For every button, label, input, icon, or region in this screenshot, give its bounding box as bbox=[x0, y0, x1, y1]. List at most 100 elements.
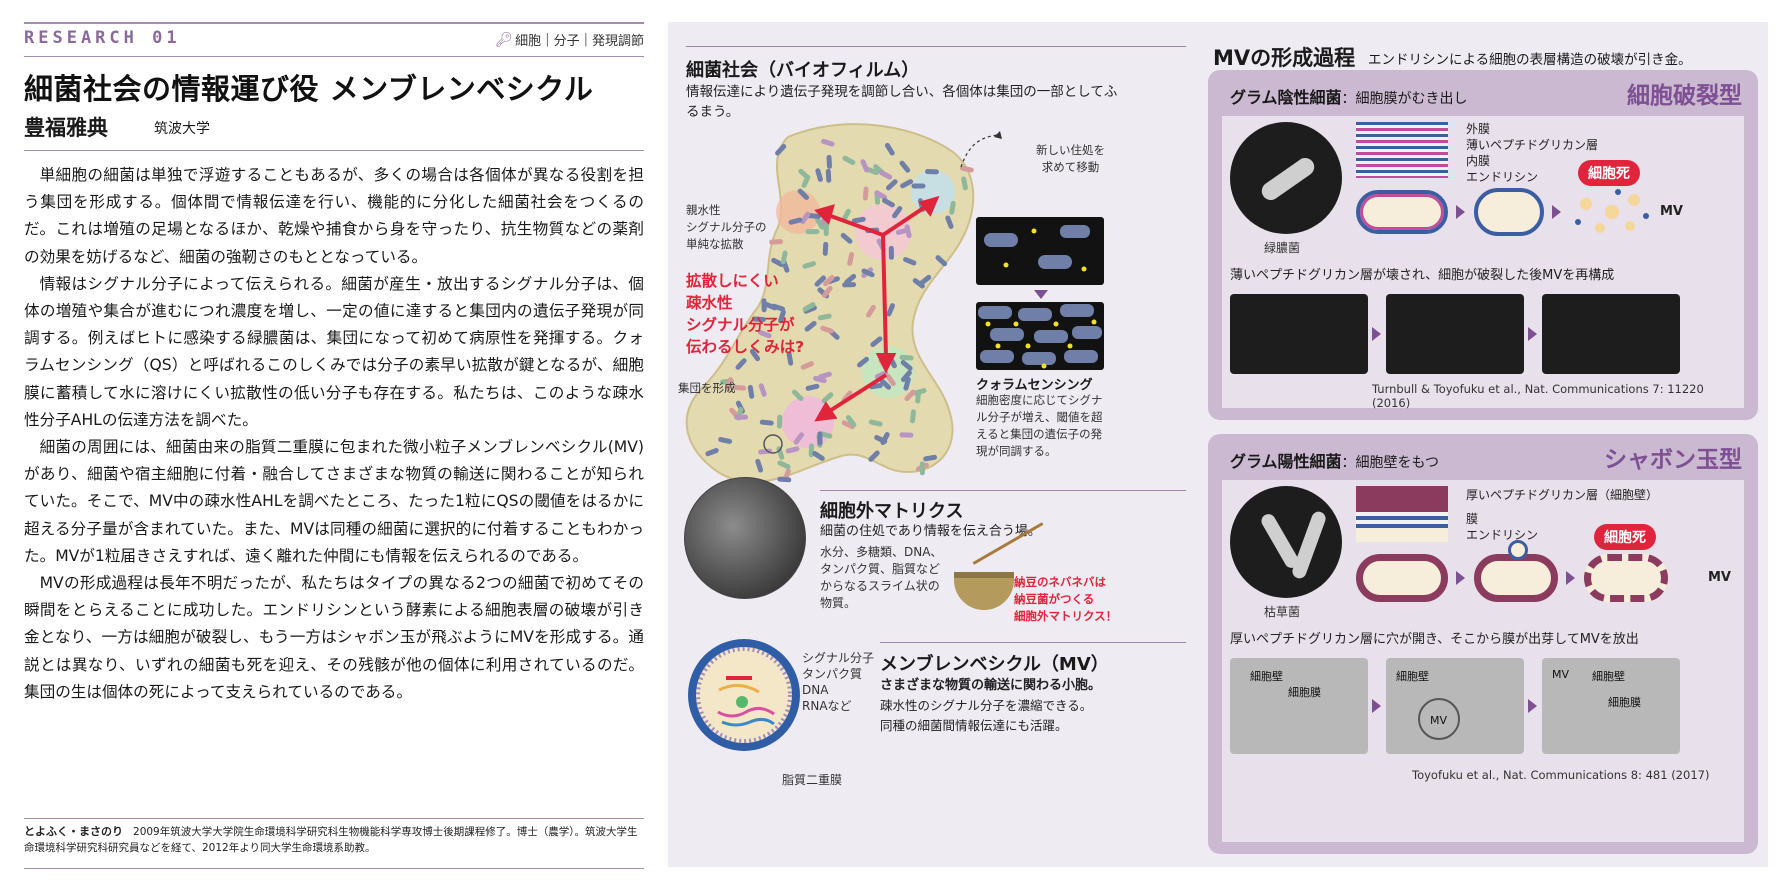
qs-heading: クォラムセンシング bbox=[976, 378, 1093, 393]
negative-micrograph-3 bbox=[1542, 294, 1680, 374]
bacterium bbox=[797, 188, 809, 200]
burst-stage bbox=[1572, 186, 1652, 238]
arrow-icon bbox=[1552, 205, 1561, 219]
bacterium bbox=[791, 389, 804, 401]
bacterium bbox=[868, 450, 880, 462]
bacterium bbox=[945, 215, 954, 229]
mv-content-item: タンパク質 bbox=[802, 667, 863, 681]
bacterium bbox=[903, 257, 917, 266]
cell-stage-1 bbox=[1356, 190, 1448, 234]
bacterium bbox=[780, 250, 788, 265]
bacterium bbox=[734, 414, 749, 420]
bacterium bbox=[732, 384, 747, 391]
bacterium bbox=[899, 354, 914, 361]
arrow-icon bbox=[1566, 571, 1575, 585]
arrow-icon bbox=[1456, 205, 1465, 219]
bacterium bbox=[777, 476, 792, 483]
bacterium bbox=[759, 419, 774, 426]
cell-death-badge: 細胞死 bbox=[1594, 524, 1656, 550]
rod-cell bbox=[1290, 509, 1328, 581]
bacillus-micrograph bbox=[1230, 486, 1342, 598]
pseudomonas-micrograph bbox=[1230, 122, 1342, 234]
layer-label: 薄いペプチドグリカン層 bbox=[1466, 138, 1599, 152]
paragraph: 細菌の周囲には、細菌由来の脂質二重膜に包まれた微小粒子メンブレンベシクル(MV)… bbox=[24, 438, 644, 565]
bacterium bbox=[805, 383, 820, 391]
bacterium bbox=[961, 176, 968, 191]
bacterium bbox=[899, 432, 914, 438]
mv-label: MV bbox=[1660, 204, 1683, 219]
bacterium bbox=[886, 303, 895, 317]
arrow-icon bbox=[1528, 327, 1537, 341]
move-label: 新しい住処を 求めて移動 bbox=[1036, 143, 1105, 174]
bacterium bbox=[866, 304, 876, 318]
bacterium bbox=[705, 447, 719, 457]
qs-high-density bbox=[976, 302, 1104, 370]
bacterium bbox=[874, 435, 888, 444]
cell-stage-1 bbox=[1356, 554, 1448, 602]
bacterium bbox=[900, 370, 912, 382]
negative-micrograph-1 bbox=[1230, 294, 1368, 374]
bacterium bbox=[747, 384, 755, 399]
bacterium bbox=[769, 239, 784, 245]
key-icon: 🔑︎ bbox=[495, 31, 513, 48]
bacterium bbox=[862, 186, 869, 201]
mv-illustration bbox=[688, 639, 800, 751]
bacterium bbox=[821, 392, 834, 404]
bacterium bbox=[844, 273, 857, 285]
bacterium bbox=[822, 241, 829, 256]
bacterium bbox=[821, 285, 833, 298]
mv-desc-1: さまざまな物質の輸送に関わる小胞。 bbox=[880, 678, 1102, 693]
layer-label: 厚いペプチドグリカン層（細胞壁） bbox=[1466, 488, 1659, 502]
bacterium bbox=[899, 160, 911, 173]
paragraph: 情報はシグナル分子によって伝えられる。細菌が産生・放出するシグナル分子は、個体の… bbox=[24, 274, 644, 429]
positive-tem-2: 細胞壁 MV bbox=[1386, 658, 1524, 754]
bacterium bbox=[823, 274, 835, 287]
arrow-icon bbox=[1372, 699, 1381, 713]
mv-label: MV bbox=[1708, 570, 1731, 585]
bacterium bbox=[802, 302, 816, 312]
mv-contents: シグナル分子 タンパク質 DNA RNAなど bbox=[802, 650, 874, 714]
bacterium bbox=[904, 389, 916, 402]
biofilm-desc: 情報伝達により遺伝子発現を調節し合い、各個体は集団の一部としてふるまう。 bbox=[686, 84, 1118, 120]
bacterium bbox=[812, 450, 825, 461]
membrane-layers bbox=[1356, 122, 1448, 178]
bacterium bbox=[785, 446, 800, 454]
positive-tem-1: 細胞壁 細胞膜 bbox=[1230, 658, 1368, 754]
bacterium bbox=[801, 174, 811, 188]
bacterium bbox=[841, 420, 855, 430]
tem-label: 細胞壁 bbox=[1592, 670, 1625, 683]
bacterium bbox=[879, 378, 892, 390]
tem-label: 細胞膜 bbox=[1288, 686, 1321, 699]
mv-heading: メンブレンベシクル（MV） bbox=[880, 654, 1109, 675]
qs-desc: 細胞密度に応じてシグナル分子が増え、閾値を超えると集団の遺伝子の発現が同調する。 bbox=[976, 393, 1103, 458]
bacterium bbox=[919, 274, 932, 286]
bacterium bbox=[949, 200, 956, 215]
layer-label: エンドリシン bbox=[1466, 170, 1539, 184]
ecm-heading: 細胞外マトリクス bbox=[820, 501, 964, 522]
positive-citation: Toyofuku et al., Nat. Communications 8: … bbox=[1412, 768, 1710, 782]
bacterium bbox=[892, 206, 903, 219]
bacterium bbox=[825, 168, 832, 183]
figure-panel: 細菌社会（バイオフィルム） 情報伝達により遺伝子発現を調節し合い、各個体は集団の… bbox=[668, 22, 1768, 867]
tem-label: 細胞膜 bbox=[1608, 696, 1641, 709]
question-text: 拡散しにくい 疎水性 シグナル分子が 伝わるしくみは? bbox=[686, 272, 805, 356]
bacterium bbox=[755, 458, 764, 473]
bacterium bbox=[886, 179, 898, 191]
qs-low-density bbox=[976, 217, 1104, 285]
bacterium bbox=[815, 168, 823, 182]
bacterium bbox=[776, 414, 783, 429]
biofilm-heading: 細菌社会（バイオフィルム） bbox=[686, 60, 920, 81]
section-rule bbox=[686, 46, 1186, 47]
bacterium bbox=[868, 419, 883, 427]
cell-death-badge: 細胞死 bbox=[1578, 160, 1640, 186]
header-rule bbox=[24, 56, 644, 57]
dead-cell bbox=[1584, 554, 1668, 602]
ecm-micrograph bbox=[684, 477, 806, 599]
bacterium bbox=[778, 309, 786, 324]
tag-separator: | bbox=[545, 32, 550, 47]
section-rule bbox=[880, 642, 1186, 643]
tag-list: 🔑︎ 細胞 | 分子 | 発現調節 bbox=[495, 30, 644, 50]
bacterium bbox=[911, 183, 926, 189]
bacterium bbox=[813, 375, 827, 384]
gram-positive-inner: 枯草菌 厚いペプチドグリカン層（細胞壁） 膜 エンドリシン 細胞死 MV 厚いペ… bbox=[1222, 480, 1744, 842]
